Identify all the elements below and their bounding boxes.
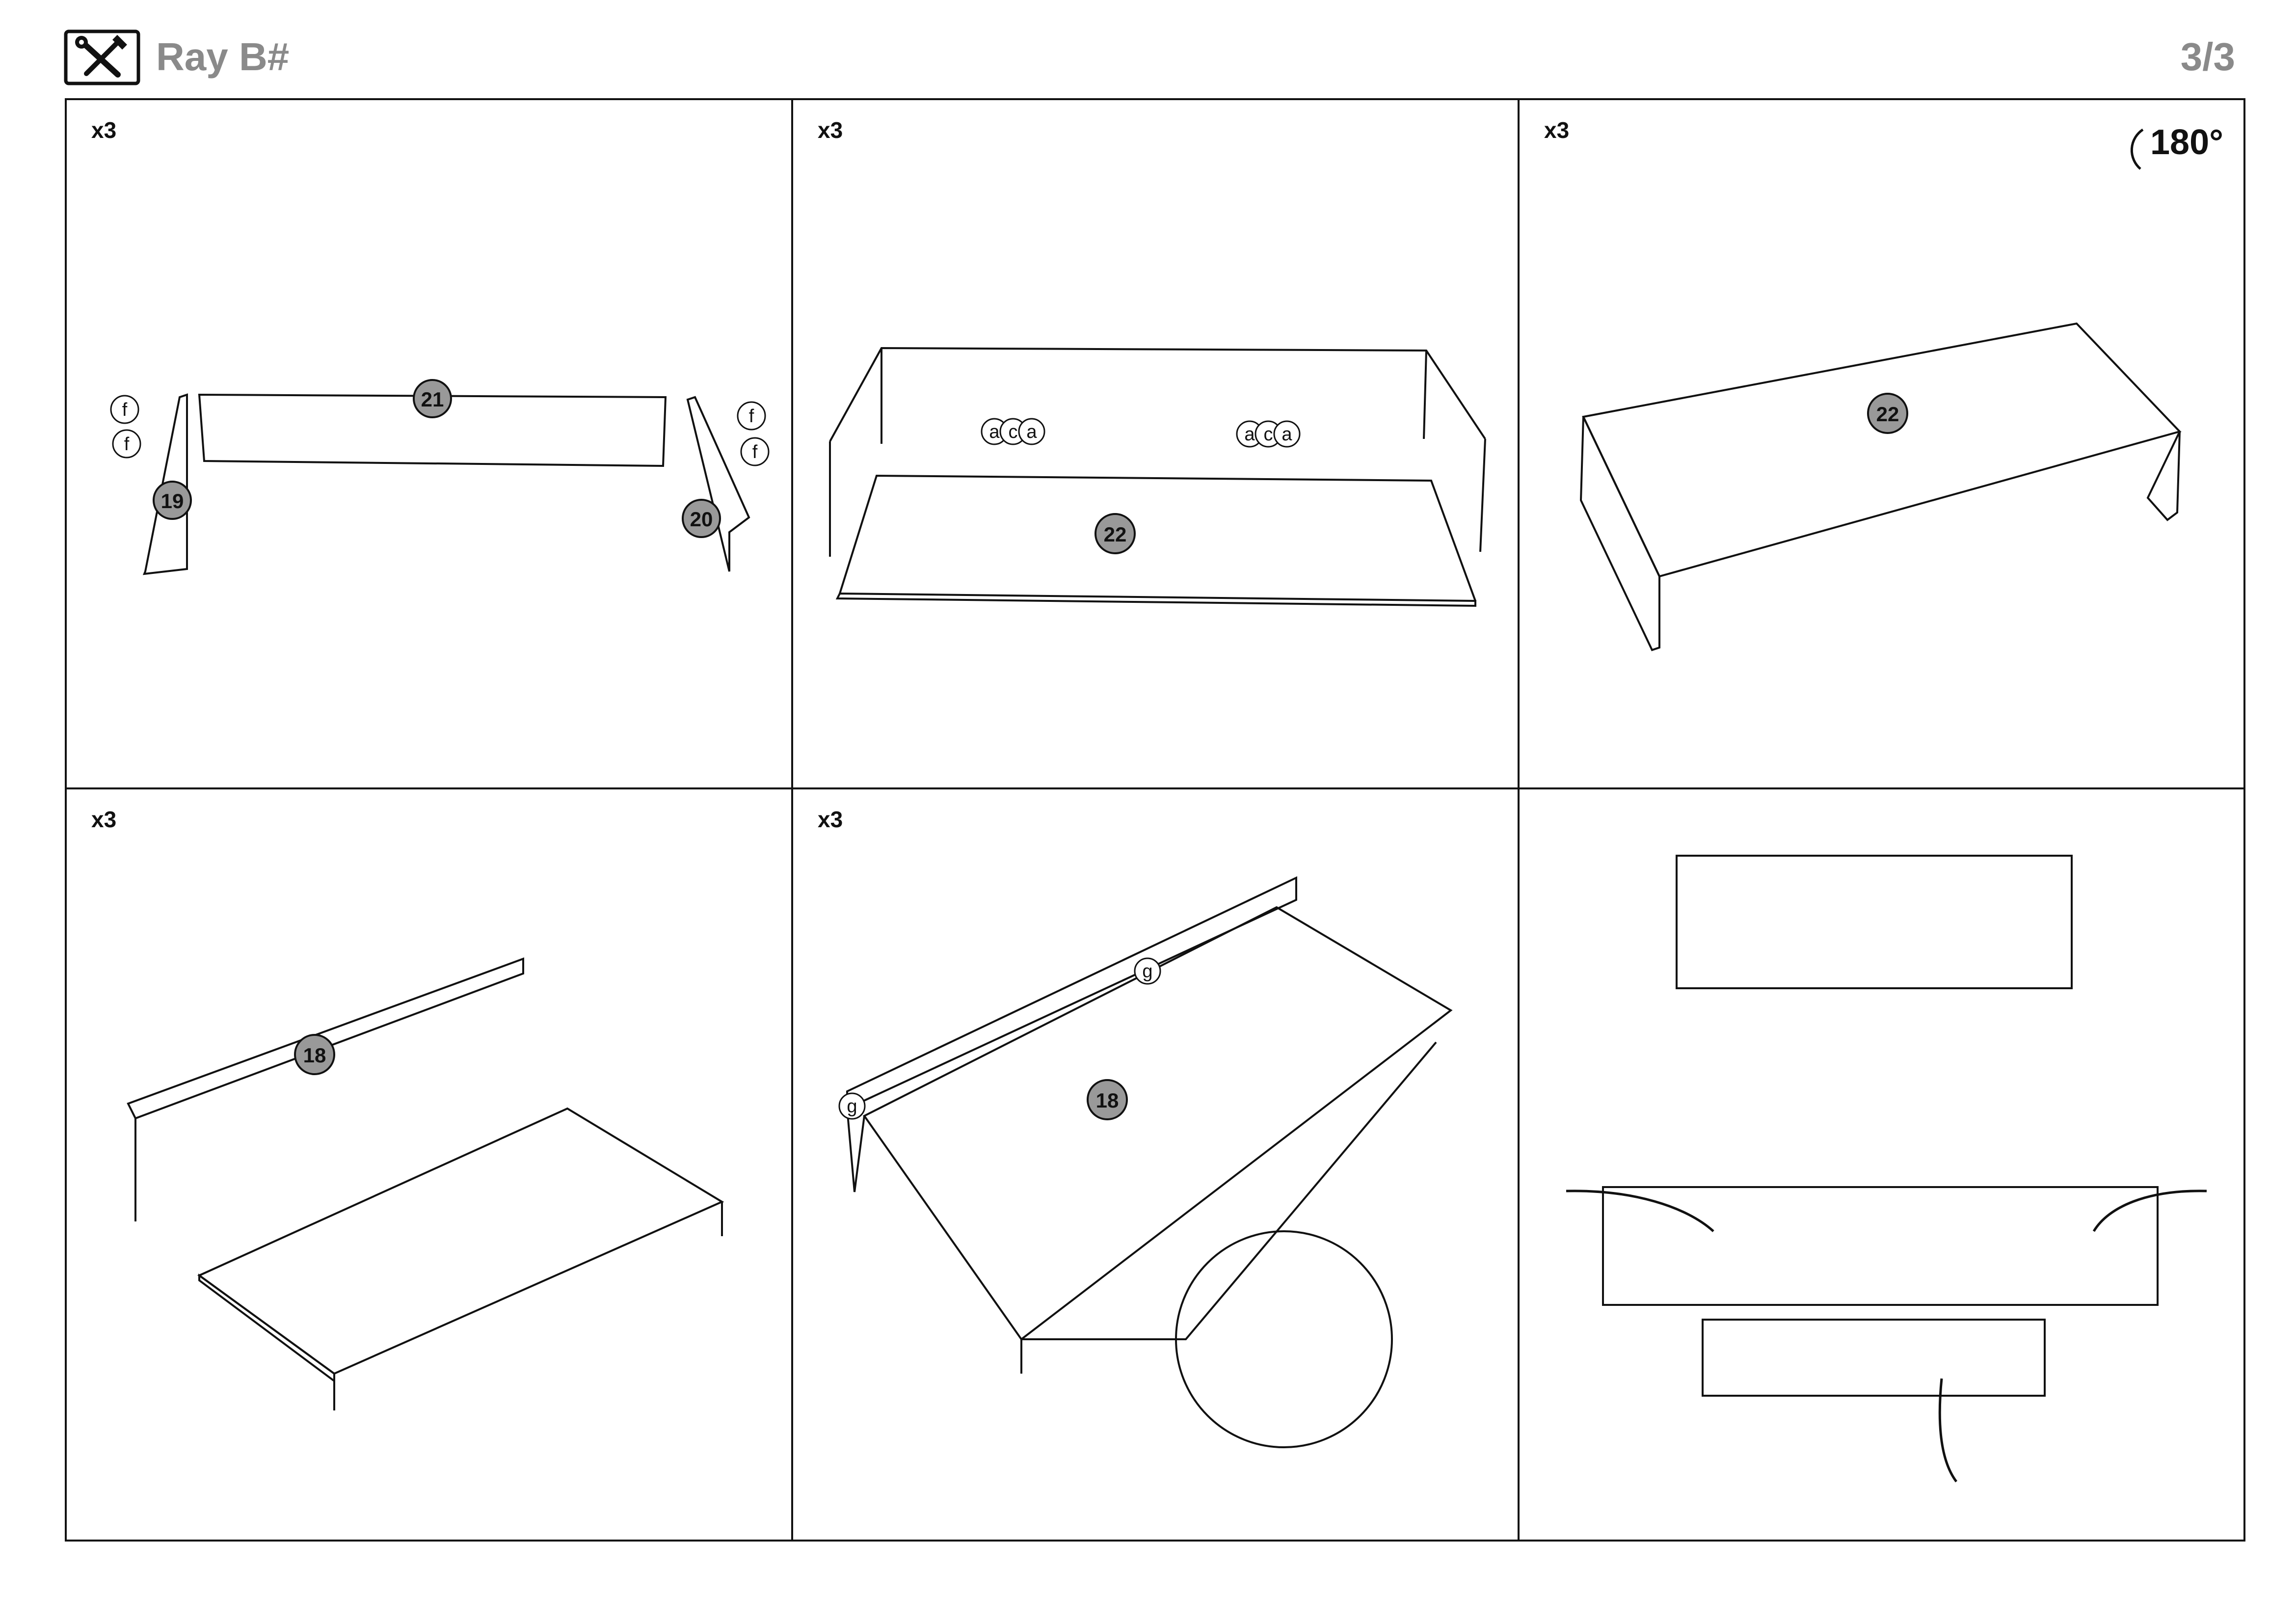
part-label-20: 20 [682, 499, 721, 538]
svg-text:g: g [847, 1096, 857, 1117]
part-label-22: 22 [1867, 393, 1908, 434]
svg-text:c: c [1264, 424, 1273, 445]
step-6-panel [1520, 789, 2247, 1543]
instruction-grid: x3 21 19 20 f f f f x3 22 [65, 98, 2245, 1542]
svg-text:a: a [1281, 424, 1292, 445]
part-label-18: 18 [294, 1034, 335, 1075]
svg-text:18: 18 [303, 1044, 326, 1067]
svg-text:18: 18 [1096, 1089, 1119, 1112]
step-5-illustration: 18 g g [838, 876, 1453, 1448]
grid-divider [1518, 100, 1520, 1540]
step-2-illustration: 22 a c a a c a [829, 347, 1486, 607]
part-label-21: 21 [413, 379, 452, 418]
quantity-label: x3 [818, 807, 843, 832]
quantity-label: x3 [91, 117, 117, 143]
page-header: Ray B# 3/3 [0, 0, 2296, 98]
svg-text:22: 22 [1876, 403, 1899, 426]
grid-divider [791, 100, 793, 1540]
svg-text:21: 21 [421, 388, 444, 411]
step-4-panel: x3 18 [67, 789, 792, 1543]
rotate-180-label: 180° [2150, 123, 2223, 162]
svg-text:f: f [122, 400, 128, 420]
quantity-label: x3 [818, 117, 843, 143]
step-1-illustration: 21 19 20 f f f f [110, 379, 770, 575]
svg-text:20: 20 [690, 508, 713, 531]
step-3-illustration: 22 [1579, 128, 2182, 651]
svg-text:c: c [1009, 422, 1018, 442]
quantity-label: x3 [91, 807, 117, 832]
page-number: 3/3 [2180, 35, 2235, 79]
svg-text:a: a [1244, 424, 1255, 445]
svg-text:g: g [1142, 961, 1152, 982]
svg-text:a: a [1026, 422, 1037, 442]
svg-text:f: f [752, 442, 758, 462]
step-4-illustration: 18 [127, 957, 724, 1410]
part-label-19: 19 [153, 481, 192, 520]
svg-text:a: a [989, 422, 1000, 442]
part-label-22: 22 [1095, 513, 1136, 554]
quantity-label: x3 [1544, 117, 1570, 143]
step-3-panel: x3 180° 22 [1520, 100, 2247, 787]
tools-icon [64, 29, 140, 85]
step-1-panel: x3 21 19 20 f f f f [67, 100, 792, 787]
svg-text:22: 22 [1104, 523, 1127, 546]
step-5-panel: x3 18 g g [793, 789, 1519, 1543]
svg-text:f: f [124, 434, 130, 455]
step-2-panel: x3 22 a c a a c a [793, 100, 1519, 787]
document-title: Ray B# [156, 35, 290, 79]
part-label-18: 18 [1087, 1079, 1128, 1120]
grid-divider [67, 787, 2243, 789]
step-6-illustration [1566, 855, 2207, 1483]
svg-text:19: 19 [161, 489, 184, 513]
svg-text:f: f [749, 406, 754, 427]
